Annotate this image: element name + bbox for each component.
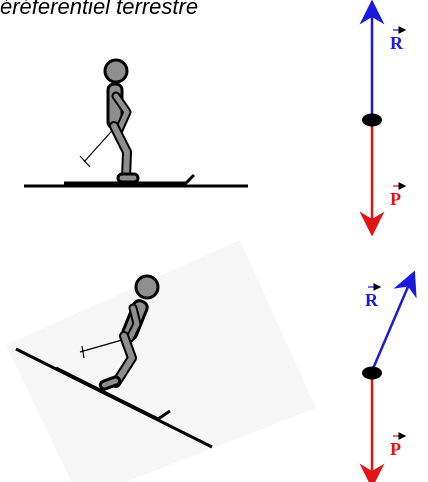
weight-label-bottom: P (390, 432, 407, 459)
reaction-label-top: R (390, 26, 407, 53)
skier-standing (103, 58, 140, 184)
reaction-label-bottom: R (365, 283, 382, 310)
slope-photo-background (6, 240, 316, 482)
svg-text:P: P (390, 189, 401, 209)
skier-on-slope (98, 274, 160, 391)
svg-text:P: P (390, 439, 401, 459)
reaction-vector-bottom (370, 270, 417, 372)
flat-ground-scene (24, 58, 248, 188)
center-of-mass-bottom (362, 366, 382, 380)
frame-title: éréferentiel terrestre (0, 0, 199, 19)
bottom-force-diagram: R P (359, 270, 417, 482)
svg-text:R: R (390, 33, 404, 53)
ski (64, 173, 196, 185)
ski-pole (79, 339, 123, 359)
slope-scene (6, 240, 316, 482)
top-force-diagram: R P (359, 0, 407, 237)
weight-label-top: P (390, 182, 407, 209)
svg-text:R: R (365, 290, 379, 310)
center-of-mass-top (362, 113, 382, 127)
ski (55, 366, 171, 421)
